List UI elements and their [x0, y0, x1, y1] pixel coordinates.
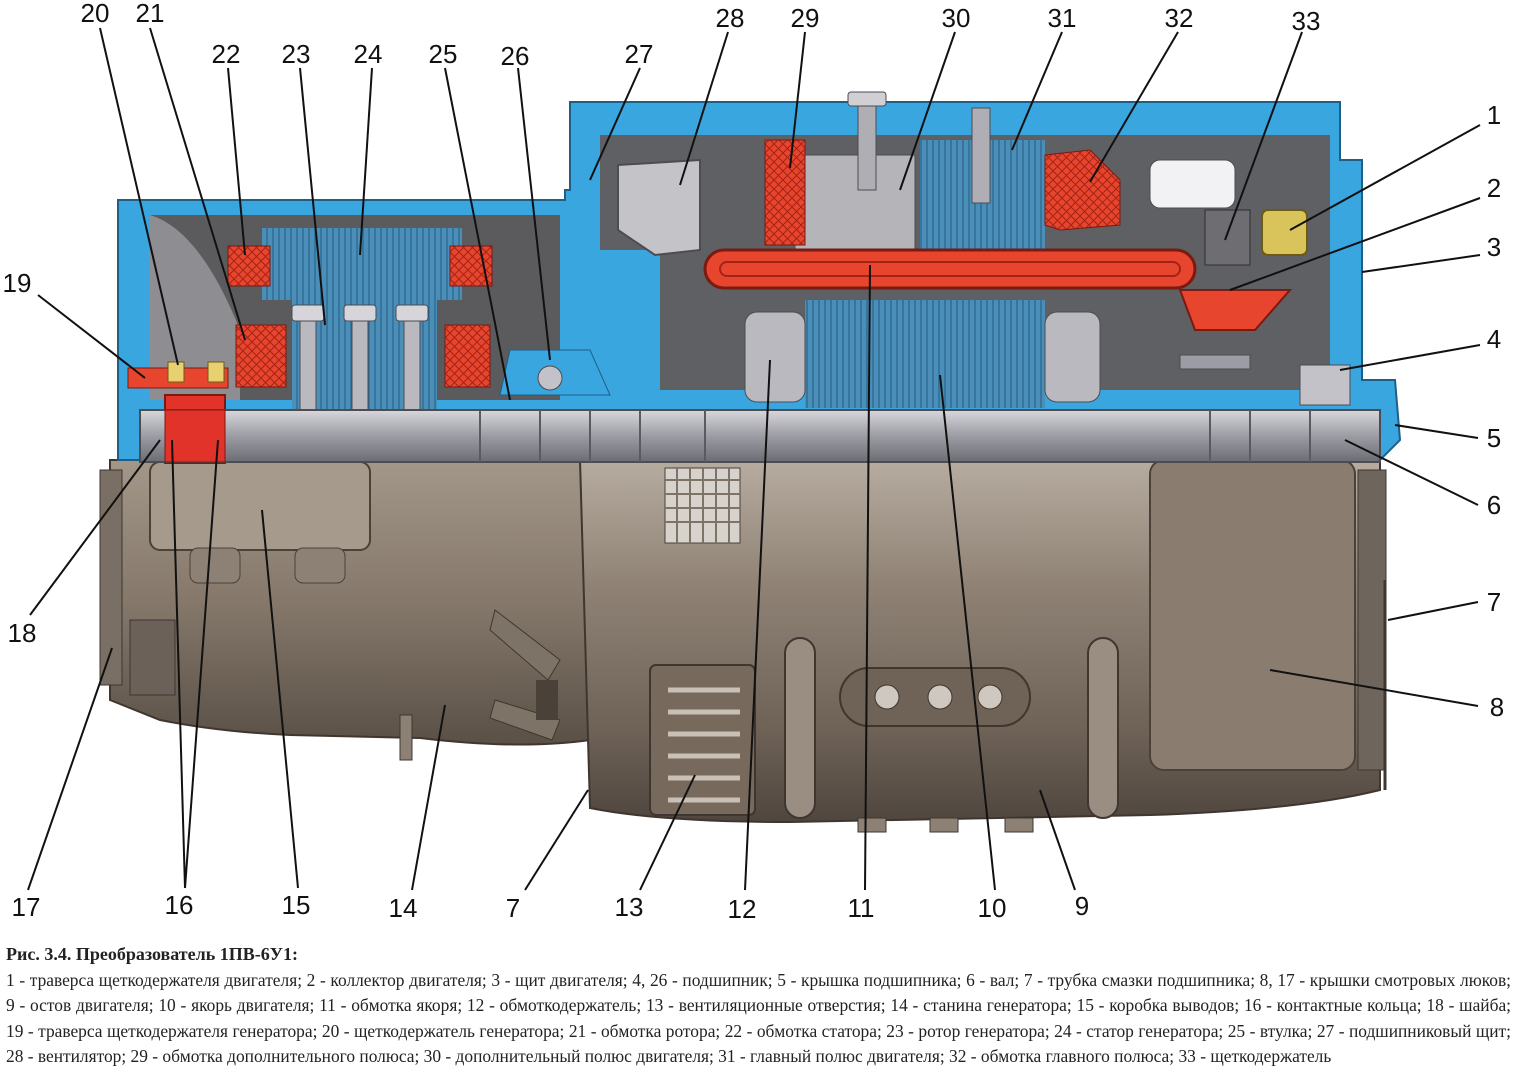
callout-26: 26 [501, 41, 530, 71]
callout-22: 22 [212, 39, 241, 69]
converter-cutaway-diagram: 1 2 3 4 5 6 7 8 9 10 11 12 13 7 14 15 16… [3, 0, 1505, 924]
armature-winding [703, 248, 1197, 290]
callout-30: 30 [942, 3, 971, 33]
stator-winding-top-left [227, 245, 271, 287]
callout-7-bottom: 7 [506, 893, 520, 923]
callout-17: 17 [12, 892, 41, 922]
callout-18: 18 [8, 618, 37, 648]
motor-armature [805, 300, 1045, 408]
winding-holder-right [1044, 311, 1101, 403]
bearing-motor [1299, 364, 1351, 406]
callout-21: 21 [136, 0, 165, 28]
callout-8: 8 [1490, 692, 1504, 722]
callout-19: 19 [3, 268, 32, 298]
main-pole-winding [1044, 149, 1121, 231]
rotor-bolts [291, 304, 429, 414]
callout-28: 28 [716, 3, 745, 33]
callout-29: 29 [791, 3, 820, 33]
shaft [139, 409, 1381, 463]
callout-33: 33 [1292, 6, 1321, 36]
leader-lines [27, 27, 1481, 891]
winding-holder-left [744, 311, 806, 403]
callout-16: 16 [165, 890, 194, 920]
callout-31: 31 [1048, 3, 1077, 33]
motor-brush-holder [1204, 209, 1251, 266]
rotor-winding-right [444, 324, 491, 388]
callout-5: 5 [1487, 423, 1501, 453]
callout-20: 20 [81, 0, 110, 28]
stator-winding-top-right [449, 245, 493, 287]
callout-23: 23 [282, 39, 311, 69]
callout-12: 12 [728, 894, 757, 924]
figure-legend: 1 - траверса щеткодержателя двигателя; 2… [6, 969, 1511, 1067]
commutator [1178, 289, 1293, 331]
auxiliary-pole [794, 154, 916, 251]
generator-stator [262, 228, 462, 300]
callout-14: 14 [389, 893, 418, 923]
aux-pole-bolt [857, 99, 877, 191]
callout-27: 27 [625, 39, 654, 69]
callout-1: 1 [1487, 100, 1501, 130]
motor-brush-rocker [1261, 209, 1308, 256]
callout-3: 3 [1487, 232, 1501, 262]
callout-24: 24 [354, 39, 383, 69]
callout-10: 10 [978, 893, 1007, 923]
inspection-cover-left [99, 469, 123, 686]
callout-7-right: 7 [1487, 587, 1501, 617]
callout-11: 11 [848, 893, 875, 923]
callout-25: 25 [429, 39, 458, 69]
callout-13: 13 [615, 892, 644, 922]
callout-15: 15 [282, 890, 311, 920]
callout-4: 4 [1487, 324, 1501, 354]
generator-brush-holder [167, 361, 185, 383]
inspection-cover-right [1149, 459, 1356, 771]
figure-caption: Рис. 3.4. Преобразователь 1ПВ-6У1: 1 - т… [6, 942, 1511, 1070]
aux-pole-winding [764, 139, 806, 246]
figure-title: Рис. 3.4. Преобразователь 1ПВ-6У1: [6, 944, 298, 964]
terminal-box [149, 461, 371, 551]
callout-32: 32 [1165, 3, 1194, 33]
callout-2: 2 [1487, 173, 1501, 203]
slip-rings-shaft [164, 409, 226, 463]
callout-9: 9 [1075, 891, 1089, 921]
callout-6: 6 [1487, 490, 1501, 520]
